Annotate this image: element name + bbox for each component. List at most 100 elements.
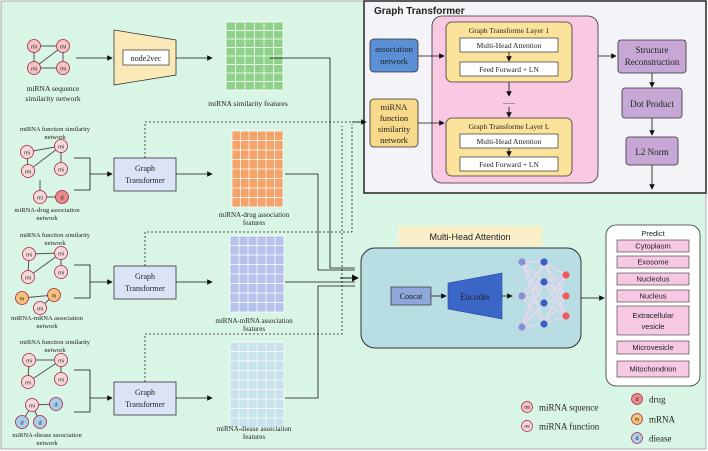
func-node: mi bbox=[54, 372, 68, 386]
svg-text:mi: mi bbox=[29, 403, 35, 409]
assoc-net-line2: network bbox=[380, 56, 409, 66]
svg-text:diease: diease bbox=[649, 434, 672, 444]
gt2-line1: Graph bbox=[135, 272, 155, 281]
nn-node bbox=[518, 292, 526, 300]
disease-node: d bbox=[15, 415, 29, 429]
svg-text:miRNA function: miRNA function bbox=[539, 422, 600, 432]
graph-transformer-box-3 bbox=[113, 381, 177, 416]
disease-assoc-line1: miRNA-diease association bbox=[12, 432, 82, 439]
func-sim-3-line1: miRNA function similarity bbox=[20, 339, 91, 346]
neural-net-edges bbox=[521, 261, 567, 328]
predict-title: Predict bbox=[641, 229, 665, 238]
legend-mrna: m mRNA bbox=[631, 413, 676, 425]
encoder-label: Encoder bbox=[460, 292, 490, 302]
svg-text:d: d bbox=[636, 436, 639, 442]
svg-text:mi: mi bbox=[60, 66, 66, 72]
func-node: mi bbox=[54, 246, 68, 260]
layer-l-ff-label: Feed Forward + LN bbox=[479, 160, 539, 169]
drug-features-line2: features bbox=[243, 219, 265, 227]
func-node: mi bbox=[22, 353, 36, 367]
feature-connectors bbox=[270, 57, 355, 399]
func-sim-2-line1: miRNA function similarity bbox=[20, 232, 91, 239]
nn-node bbox=[540, 278, 548, 286]
predict-item: Nucleus bbox=[616, 289, 690, 303]
svg-text:mi: mi bbox=[25, 275, 31, 281]
predict-item: Mitochondrion bbox=[616, 360, 690, 378]
legend-disease: d diease bbox=[631, 432, 672, 444]
disease-features-line1: miRNA-diease association bbox=[217, 425, 292, 433]
svg-text:Nucleolus: Nucleolus bbox=[637, 275, 670, 284]
svg-text:mi: mi bbox=[25, 169, 31, 175]
func-node: mi bbox=[21, 164, 35, 178]
predict-item: Cytoplasm bbox=[616, 239, 690, 253]
svg-text:mi: mi bbox=[58, 377, 64, 383]
association-network-box bbox=[369, 38, 419, 73]
svg-text:Cytoplasm: Cytoplasm bbox=[635, 242, 670, 251]
svg-text:m: m bbox=[635, 417, 639, 423]
svg-text:d: d bbox=[54, 402, 57, 408]
mha-banner-label: Multi-Head Attention bbox=[429, 232, 510, 242]
svg-text:mi: mi bbox=[37, 306, 43, 312]
seq-network-label-2: similarity network bbox=[25, 94, 80, 103]
svg-text:mi: mi bbox=[524, 405, 529, 411]
svg-text:m: m bbox=[20, 296, 25, 302]
node2vec-label: node2vec bbox=[131, 54, 162, 63]
func-sim-3-line2: network bbox=[44, 347, 66, 354]
func-net-line1: miRNA bbox=[381, 102, 409, 112]
encoder-shape bbox=[447, 272, 503, 320]
svg-text:mi: mi bbox=[25, 380, 31, 386]
drug-assoc-label-2: network bbox=[36, 215, 58, 222]
func-node: mi bbox=[54, 139, 68, 153]
nn-node bbox=[518, 258, 526, 266]
svg-text:mi: mi bbox=[58, 251, 64, 257]
predict-items: CytoplasmExosomeNucleolusNucleusExtracel… bbox=[616, 239, 690, 378]
nn-node bbox=[562, 292, 570, 300]
svg-text:d: d bbox=[38, 420, 41, 426]
predict-item: Exosome bbox=[616, 255, 690, 269]
svg-text:mi: mi bbox=[58, 270, 64, 276]
dashed-connectors bbox=[144, 121, 362, 382]
seq-network-label-1: miRNA sequence bbox=[27, 84, 80, 93]
svg-text:mi: mi bbox=[26, 252, 32, 258]
svg-text:mi: mi bbox=[31, 66, 37, 72]
func-net-line4: network bbox=[380, 135, 409, 145]
predict-item: Nucleolus bbox=[616, 272, 690, 286]
neural-net-nodes bbox=[518, 258, 570, 331]
mrna-features-line1: miRNA-mRNA association bbox=[215, 317, 293, 325]
layer-1-mha-label: Multi-Head Attention bbox=[477, 41, 542, 50]
disease-feature-grid bbox=[229, 341, 285, 428]
seq-node: mi bbox=[27, 39, 41, 53]
drug-features-line1: miRNA-drug association bbox=[219, 211, 290, 219]
mirna-node: mi bbox=[25, 398, 39, 412]
gt3-line1: Graph bbox=[135, 388, 155, 397]
func-node: mi bbox=[54, 353, 68, 367]
func-sim-1-line2: network bbox=[44, 134, 66, 141]
seq-node: mi bbox=[56, 39, 70, 53]
func-node: mi bbox=[54, 162, 68, 176]
layer-1-ff bbox=[459, 61, 559, 77]
svg-text:Microvesicle: Microvesicle bbox=[632, 343, 673, 352]
gt2-line2: Transformer bbox=[125, 284, 165, 293]
assoc-net-line1: association bbox=[375, 44, 414, 54]
layer-1-title: Graph Transforme Layer 1 bbox=[469, 26, 549, 35]
svg-text:Nucleus: Nucleus bbox=[639, 292, 666, 301]
predict-item: Microvesicle bbox=[616, 340, 690, 355]
gt3-line2: Transformer bbox=[125, 400, 165, 409]
structure-line2: Reconstruction bbox=[625, 57, 680, 67]
mrna-feature-grid bbox=[229, 235, 285, 313]
func-sim-2-line2: network bbox=[44, 240, 66, 247]
svg-text:vesicle: vesicle bbox=[642, 322, 665, 331]
svg-text:mRNA: mRNA bbox=[649, 415, 676, 425]
disease-node: d bbox=[49, 397, 63, 411]
svg-text:d: d bbox=[60, 195, 63, 201]
drug-feature-grid bbox=[231, 130, 284, 208]
svg-text:drug: drug bbox=[649, 395, 666, 405]
drug-node: d bbox=[55, 190, 69, 204]
dot-product-label: Dot Product bbox=[630, 99, 674, 109]
graph-transformer-box-2 bbox=[113, 265, 177, 300]
gt1-line2: Transformer bbox=[125, 176, 165, 185]
